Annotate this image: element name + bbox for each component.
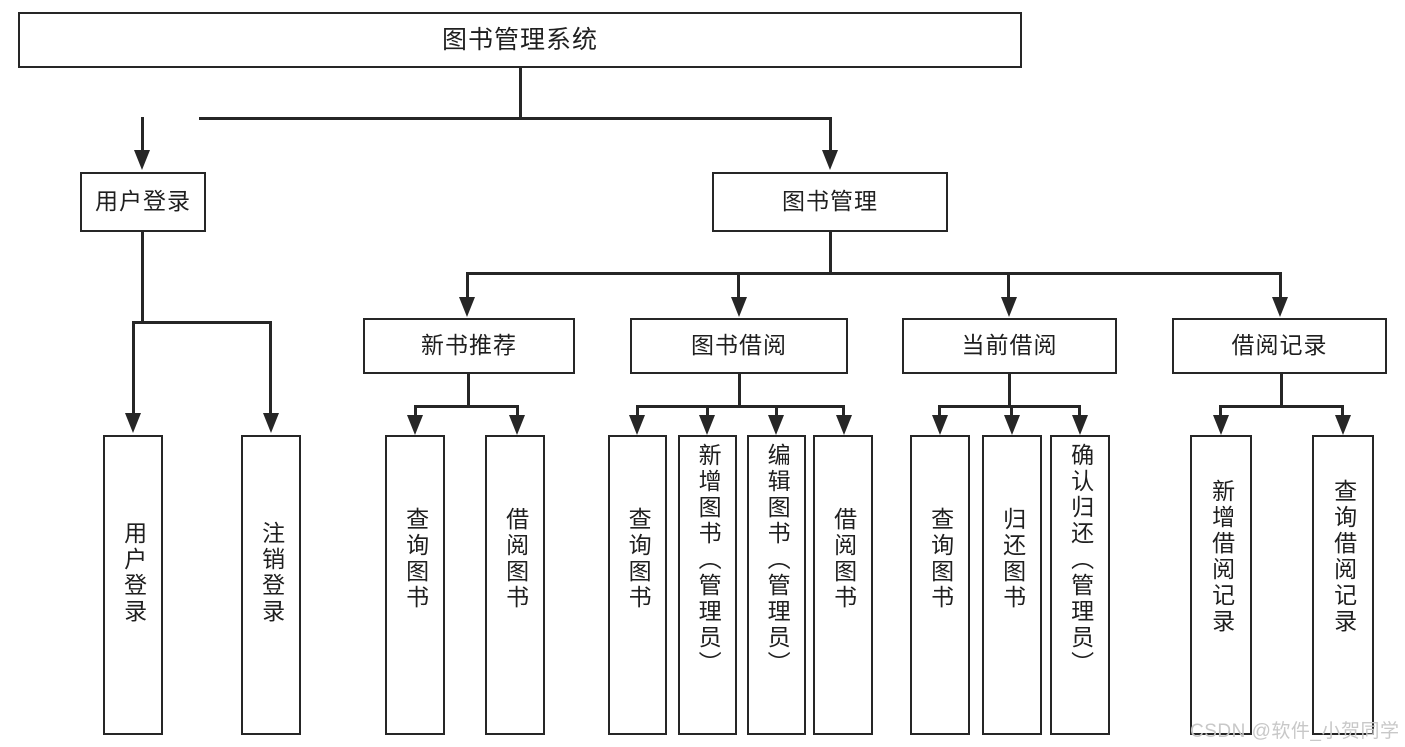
arrow-br-leaf-1 <box>1213 415 1229 435</box>
arrow-bm-to-current-borrow <box>1001 297 1017 317</box>
connector-nbr-stem <box>467 374 470 407</box>
node-label: 当前借阅 <box>961 332 1058 359</box>
node-label: 查询图书 <box>927 507 954 611</box>
node-leaf-logout-login[interactable]: 注销登录 <box>241 435 301 735</box>
connector-root-to-book-manage <box>829 117 832 153</box>
node-leaf-query-book-recommend[interactable]: 查询图书 <box>385 435 445 735</box>
connector-root-bar <box>199 117 831 120</box>
connector-cb-drop-2 <box>1010 405 1013 421</box>
arrow-bb-leaf-4 <box>836 415 852 435</box>
connector-bb-drop-1 <box>636 405 639 421</box>
connector-bb-drop-4 <box>842 405 845 421</box>
node-label: 图书借阅 <box>691 332 787 359</box>
node-leaf-confirm-return-admin[interactable]: 确认归还（管理员） <box>1050 435 1110 735</box>
node-label: 新增图书（管理员） <box>695 443 722 677</box>
arrow-nbr-leaf-1 <box>407 415 423 435</box>
node-label: 用户登录 <box>95 188 191 215</box>
arrow-cb-leaf-3 <box>1072 415 1088 435</box>
arrow-user-login-leaf-2 <box>263 413 279 433</box>
connector-root-to-user-login <box>141 117 144 153</box>
node-current-borrow[interactable]: 当前借阅 <box>902 318 1117 374</box>
connector-user-login-bar <box>132 321 272 324</box>
arrow-user-login-leaf-1 <box>125 413 141 433</box>
node-leaf-borrow-book[interactable]: 借阅图书 <box>813 435 873 735</box>
node-user-login[interactable]: 用户登录 <box>80 172 206 232</box>
node-label: 编辑图书（管理员） <box>764 443 791 677</box>
node-label: 借阅记录 <box>1231 332 1328 359</box>
node-leaf-edit-book-admin[interactable]: 编辑图书（管理员） <box>747 435 806 735</box>
node-leaf-user-login[interactable]: 用户登录 <box>103 435 163 735</box>
connector-book-manage-bar <box>466 272 1281 275</box>
connector-bm-drop-4 <box>1279 272 1282 300</box>
node-leaf-add-borrow-record[interactable]: 新增借阅记录 <box>1190 435 1252 735</box>
connector-br-stem <box>1280 374 1283 407</box>
node-label: 用户登录 <box>120 521 147 625</box>
node-leaf-query-borrow-record[interactable]: 查询借阅记录 <box>1312 435 1374 735</box>
node-label: 确认归还（管理员） <box>1067 443 1094 677</box>
connector-cb-drop-3 <box>1078 405 1081 421</box>
arrow-cb-leaf-2 <box>1004 415 1020 435</box>
connector-book-manage-stem <box>829 232 832 274</box>
arrow-cb-leaf-1 <box>932 415 948 435</box>
connector-br-drop-2 <box>1341 405 1344 421</box>
arrow-bb-leaf-2 <box>699 415 715 435</box>
connector-nbr-drop-1 <box>414 405 417 421</box>
connector-user-login-stem <box>141 232 144 323</box>
node-leaf-borrow-book-recommend[interactable]: 借阅图书 <box>485 435 545 735</box>
connector-br-bar <box>1219 405 1343 408</box>
connector-cb-bar <box>938 405 1081 408</box>
node-leaf-query-book-borrow[interactable]: 查询图书 <box>608 435 667 735</box>
node-root-book-management-system[interactable]: 图书管理系统 <box>18 12 1022 68</box>
node-label: 归还图书 <box>999 507 1026 611</box>
node-label: 查询图书 <box>625 507 652 611</box>
arrow-root-to-user-login <box>134 150 150 170</box>
node-leaf-query-book-current[interactable]: 查询图书 <box>910 435 970 735</box>
watermark-text: CSDN @软件_小贺同学 <box>1190 721 1400 742</box>
connector-cb-stem <box>1008 374 1011 407</box>
node-borrow-record[interactable]: 借阅记录 <box>1172 318 1387 374</box>
arrow-bm-to-new-book-recommend <box>459 297 475 317</box>
arrow-bm-to-book-borrow <box>731 297 747 317</box>
connector-br-drop-1 <box>1219 405 1222 421</box>
node-leaf-return-book[interactable]: 归还图书 <box>982 435 1042 735</box>
node-leaf-add-book-admin[interactable]: 新增图书（管理员） <box>678 435 737 735</box>
connector-bm-drop-1 <box>466 272 469 300</box>
node-label: 查询图书 <box>402 507 429 611</box>
node-label: 图书管理 <box>782 188 878 215</box>
node-book-manage[interactable]: 图书管理 <box>712 172 948 232</box>
connector-bb-bar <box>636 405 844 408</box>
connector-root-stem <box>519 66 522 119</box>
connector-bm-drop-2 <box>737 272 740 300</box>
connector-bb-stem <box>738 374 741 407</box>
connector-user-login-drop-2 <box>269 321 272 416</box>
node-label: 借阅图书 <box>502 507 529 611</box>
arrow-bb-leaf-3 <box>768 415 784 435</box>
node-book-borrow[interactable]: 图书借阅 <box>630 318 848 374</box>
node-label: 查询借阅记录 <box>1330 479 1357 635</box>
arrow-br-leaf-2 <box>1335 415 1351 435</box>
node-label: 借阅图书 <box>830 507 857 611</box>
connector-nbr-bar <box>414 405 519 408</box>
connector-bb-drop-3 <box>775 405 778 421</box>
node-label: 新书推荐 <box>421 332 517 359</box>
node-label: 新增借阅记录 <box>1208 479 1235 635</box>
arrow-bb-leaf-1 <box>629 415 645 435</box>
connector-cb-drop-1 <box>938 405 941 421</box>
node-label: 注销登录 <box>258 521 285 625</box>
node-label: 图书管理系统 <box>441 26 598 54</box>
node-new-book-recommend[interactable]: 新书推荐 <box>363 318 575 374</box>
arrow-bm-to-borrow-record <box>1272 297 1288 317</box>
connector-bb-drop-2 <box>706 405 709 421</box>
connector-bm-drop-3 <box>1007 272 1010 300</box>
arrow-root-to-book-manage <box>822 150 838 170</box>
connector-nbr-drop-2 <box>516 405 519 421</box>
arrow-nbr-leaf-2 <box>509 415 525 435</box>
connector-user-login-drop-1 <box>132 321 135 416</box>
